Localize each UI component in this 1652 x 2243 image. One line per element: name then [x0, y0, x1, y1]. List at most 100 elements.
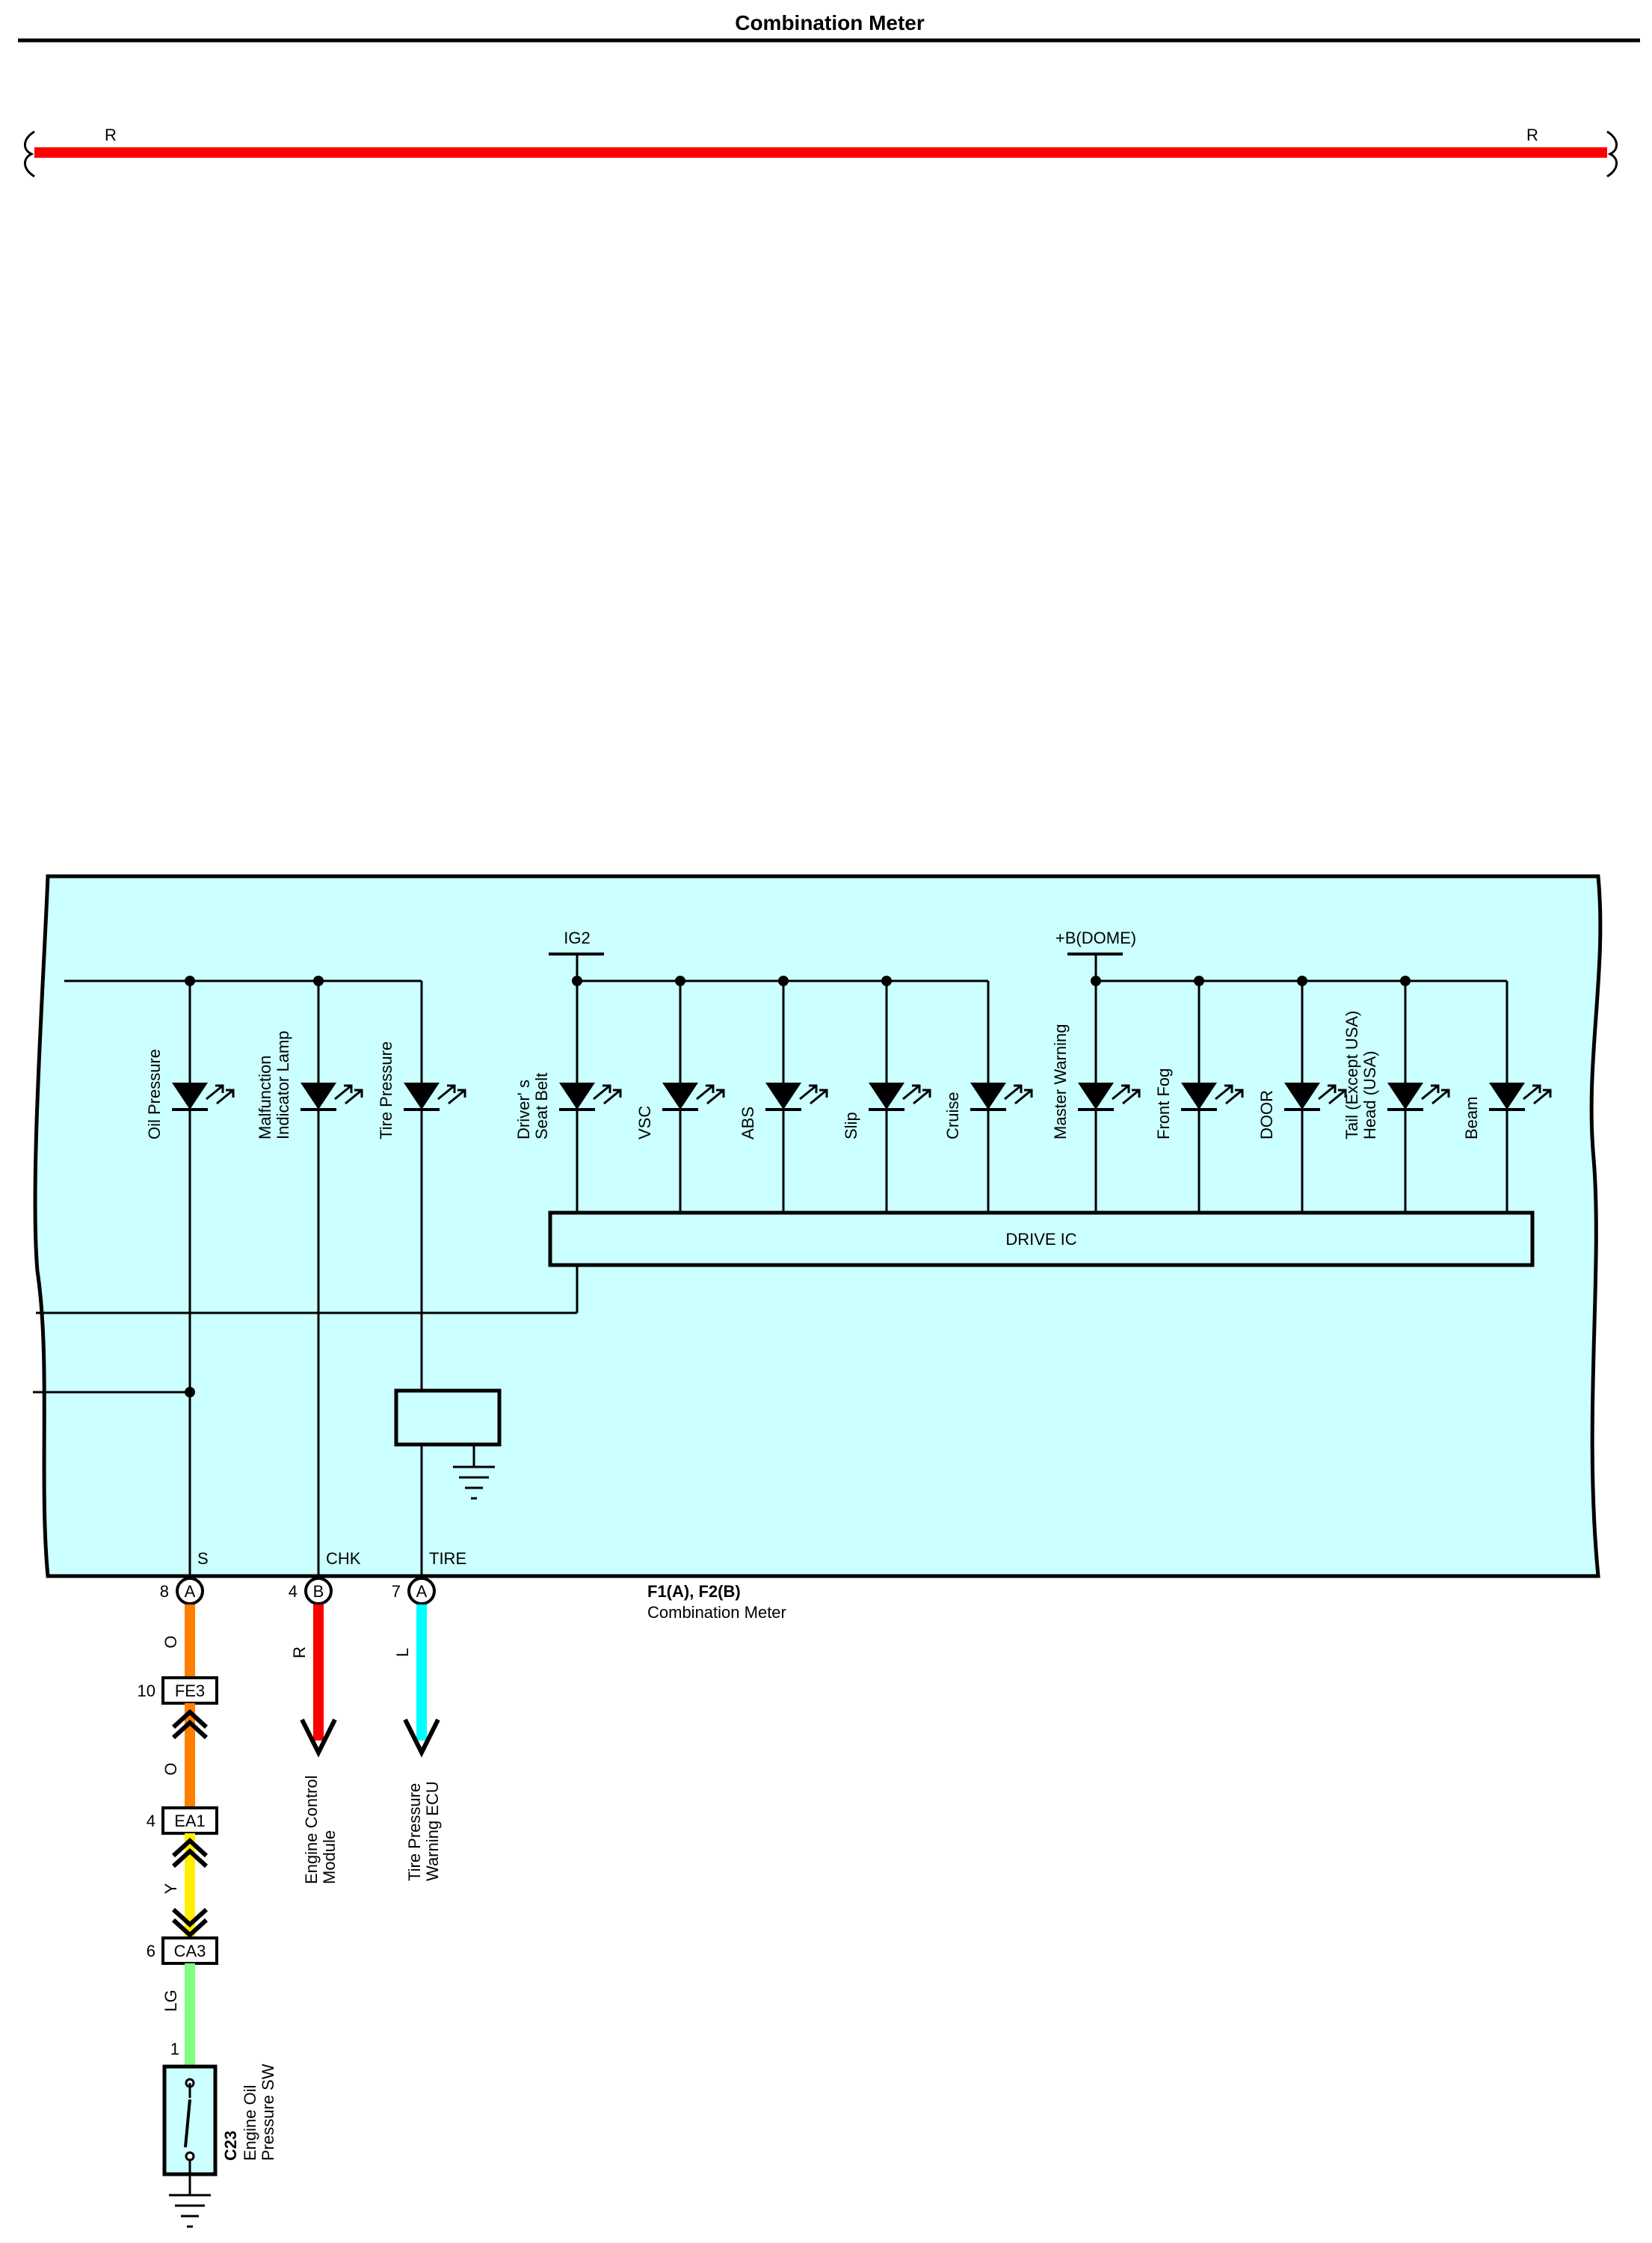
- ecm-label-line2: Module: [320, 1830, 339, 1884]
- led-label: ABS: [739, 1107, 757, 1139]
- led-tire-pressure: Tire Pressure: [377, 981, 466, 1139]
- switch-name-line1: Engine Oil: [241, 2084, 259, 2161]
- chevron-icon: [171, 1837, 209, 1868]
- terminal-labels: S CHK TIRE: [197, 1549, 466, 1568]
- break-mark-right: [1606, 130, 1618, 178]
- wire-label-lg: LG: [161, 1990, 180, 2011]
- top-wire-label-left: R: [105, 126, 117, 144]
- arrow-down-icon: [403, 1718, 440, 1758]
- ig2-label: IG2: [564, 929, 590, 947]
- chk-harness: R Engine Control Module: [290, 1604, 339, 1884]
- led-label: Seat Belt: [532, 1073, 551, 1139]
- top-power-wire: R R: [24, 126, 1618, 178]
- wire-label-l: L: [393, 1648, 412, 1657]
- led-label: Slip: [842, 1112, 860, 1139]
- led-diode-icon: [1489, 1083, 1525, 1110]
- ground-icon: [453, 1465, 495, 1500]
- pin-number-tire: 7: [392, 1582, 401, 1601]
- switch-pin: 1: [170, 2040, 179, 2058]
- meter-pins: A B A 8 4 7: [160, 1577, 436, 1605]
- tire-pressure-buffer: [394, 1388, 502, 1447]
- led-label: Head (USA): [1360, 1050, 1379, 1139]
- connector-ca3: [161, 1936, 218, 1965]
- led-diode-icon: [559, 1083, 595, 1110]
- led-diode-icon: [869, 1083, 904, 1110]
- led-cruise: Cruise: [943, 981, 1033, 1213]
- connector-ca3-code: CA3: [174, 1942, 206, 1960]
- led-label: Driver' s: [514, 1080, 533, 1139]
- led-master-warning: Master Warning: [1051, 981, 1141, 1213]
- connector-ca3-pin: 6: [147, 1942, 155, 1960]
- chevron-icon: [171, 1708, 209, 1740]
- switch-name-line2: Pressure SW: [259, 2064, 277, 2161]
- led-label: Front Fog: [1154, 1068, 1173, 1139]
- led-label: VSC: [635, 1106, 654, 1139]
- led-diode-icon: [1078, 1083, 1114, 1110]
- led-diode-icon: [662, 1083, 698, 1110]
- wire-label-r: R: [290, 1646, 309, 1658]
- connector-fe3-code: FE3: [175, 1682, 205, 1700]
- pin-letter-chk: B: [313, 1582, 324, 1601]
- pin-letter-s: A: [185, 1582, 196, 1601]
- page-title: Combination Meter: [735, 11, 925, 34]
- led-tail-head: Tail (Except USA)Head (USA): [1343, 981, 1450, 1213]
- led-label: Indicator Lamp: [274, 1030, 292, 1139]
- led-diode-icon: [300, 1083, 336, 1110]
- oil-pressure-switch: 1 C23 Engine Oil Pressure SW: [162, 2040, 277, 2228]
- led-diode-icon: [765, 1083, 801, 1110]
- dome-label: +B(DOME): [1055, 929, 1136, 947]
- led-abs: ABS: [739, 981, 828, 1213]
- switch-code: C23: [221, 2131, 240, 2161]
- tpw-ecu-label-line2: Warning ECU: [423, 1781, 442, 1881]
- led-diode-icon: [1284, 1083, 1320, 1110]
- led-label: Oil Pressure: [145, 1049, 164, 1139]
- oil-pressure-harness: FE3 EA1 CA3 10 4 6 O O Y LG: [138, 1604, 218, 2067]
- chevron-icon: [171, 1907, 209, 1939]
- led-diode-icon: [404, 1083, 440, 1110]
- tpw-ecu-label-line1: Tire Pressure: [405, 1783, 424, 1881]
- drive-ic-label: DRIVE IC: [1005, 1230, 1076, 1249]
- led-slip: Slip: [842, 981, 931, 1213]
- connector-fe3-pin: 10: [138, 1682, 155, 1700]
- wire-label-y: Y: [161, 1883, 180, 1894]
- connector-ea1: [161, 1806, 218, 1835]
- led-beam: Beam: [1462, 981, 1552, 1213]
- led-front-fog: Front Fog: [1154, 981, 1244, 1213]
- led-diode-icon: [970, 1083, 1006, 1110]
- ground-icon: [169, 2194, 211, 2228]
- led-diode-icon: [1387, 1083, 1423, 1110]
- led-door: DOOR: [1257, 981, 1347, 1213]
- pin-number-s: 8: [160, 1582, 169, 1601]
- wire-label-o1: O: [161, 1635, 180, 1648]
- meter-connector-code: F1(A), F2(B): [647, 1582, 741, 1601]
- terminal-chk: CHK: [326, 1549, 361, 1568]
- pin-number-chk: 4: [289, 1582, 298, 1601]
- terminal-s: S: [197, 1549, 209, 1568]
- led-label: DOOR: [1257, 1090, 1276, 1139]
- led-label: Cruise: [943, 1092, 962, 1139]
- top-wire-label-right: R: [1526, 126, 1538, 144]
- led-label: Tail (Except USA): [1343, 1011, 1361, 1139]
- internal-wiring: [33, 1108, 579, 1575]
- led-vsc: VSC: [635, 981, 725, 1213]
- led-label: Tire Pressure: [377, 1041, 395, 1139]
- led-label: Beam: [1462, 1097, 1481, 1139]
- tire-harness: L Tire Pressure Warning ECU: [393, 1604, 442, 1881]
- meter-connector-name: Combination Meter: [647, 1603, 786, 1622]
- connector-ea1-pin: 4: [147, 1812, 155, 1830]
- ecm-label-line1: Engine Control: [302, 1775, 321, 1884]
- arrow-down-icon: [300, 1718, 337, 1758]
- drive-ic: DRIVE IC: [548, 1210, 1535, 1267]
- led-label: Master Warning: [1051, 1024, 1070, 1139]
- pin-letter-tire: A: [416, 1582, 428, 1601]
- terminal-tire: TIRE: [429, 1549, 466, 1568]
- led-diode-icon: [172, 1083, 208, 1110]
- led-label: Malfunction: [256, 1055, 274, 1139]
- break-mark-left: [24, 130, 35, 178]
- connector-ea1-code: EA1: [174, 1812, 206, 1830]
- wire-label-o2: O: [161, 1762, 180, 1775]
